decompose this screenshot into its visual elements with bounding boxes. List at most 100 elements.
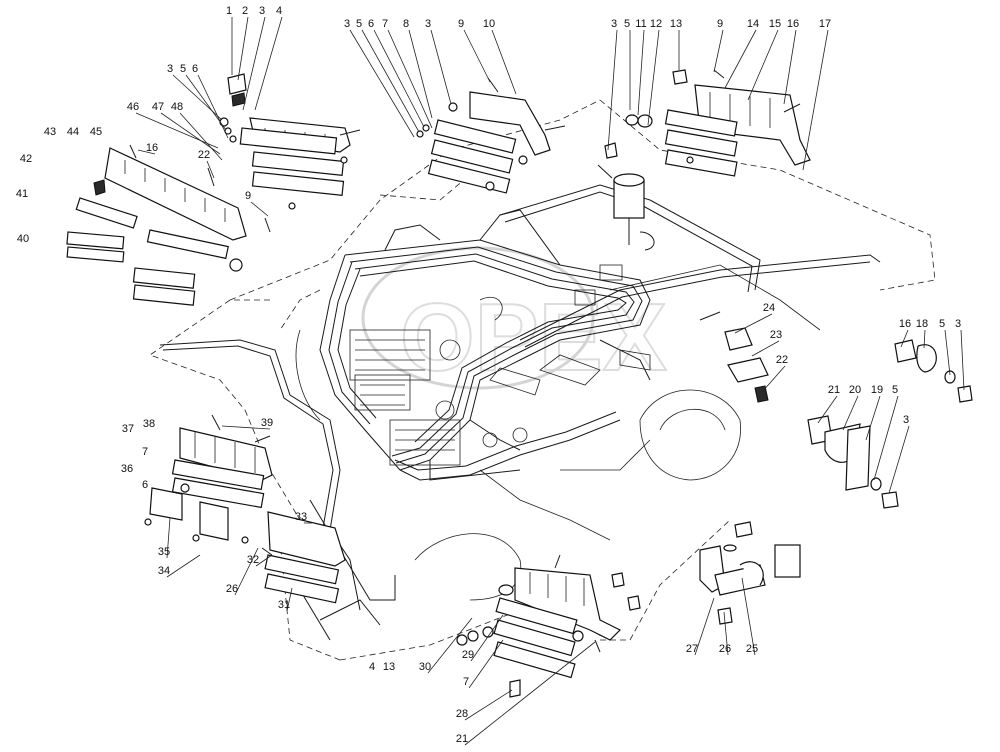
callout-number: 26 bbox=[719, 643, 731, 655]
callout-number: 26 bbox=[226, 583, 238, 595]
callout-leader bbox=[387, 29, 433, 129]
callout-leader bbox=[888, 425, 910, 494]
callout-number: 3 bbox=[425, 18, 431, 30]
callout-number: 17 bbox=[819, 18, 831, 30]
callout-number: 44 bbox=[67, 126, 79, 138]
callout-leader bbox=[254, 16, 283, 111]
callout-leader bbox=[900, 329, 909, 348]
callout-leader bbox=[430, 29, 452, 105]
callout-leader bbox=[637, 29, 645, 116]
callout-leader bbox=[349, 29, 415, 138]
harness-connectors bbox=[349, 264, 651, 466]
callout-number: 1 bbox=[226, 5, 232, 17]
callout-leader bbox=[234, 547, 259, 596]
callout-leader bbox=[842, 395, 859, 431]
callout-number: 14 bbox=[747, 18, 759, 30]
callout-leader bbox=[206, 160, 215, 179]
callout-leader bbox=[185, 74, 227, 131]
part-group-bottom-center bbox=[456, 554, 641, 698]
callout-number: 12 bbox=[650, 18, 662, 30]
callout-leader bbox=[865, 395, 881, 441]
callout-number: 4 bbox=[369, 661, 375, 673]
callout-leader bbox=[713, 29, 724, 73]
callout-number: 7 bbox=[463, 676, 469, 688]
callout-leader bbox=[960, 329, 965, 391]
callout-number: 18 bbox=[916, 318, 928, 330]
callout-number: 24 bbox=[763, 302, 775, 314]
callout-number: 19 bbox=[871, 384, 883, 396]
callout-number: 3 bbox=[259, 5, 265, 17]
callout-number: 41 bbox=[16, 188, 28, 200]
callout-number: 48 bbox=[171, 101, 183, 113]
part-group-bottom-right bbox=[699, 521, 801, 625]
callout-leader bbox=[373, 29, 425, 128]
callout-number: 25 bbox=[746, 643, 758, 655]
callout-number: 3 bbox=[611, 18, 617, 30]
callout-leader bbox=[166, 554, 201, 578]
rigid-pipes bbox=[159, 339, 396, 641]
callout-leader bbox=[783, 29, 797, 105]
callout-leader bbox=[468, 639, 504, 689]
callout-number: 31 bbox=[278, 599, 290, 611]
callout-number: 9 bbox=[245, 190, 251, 202]
callout-number: 21 bbox=[456, 733, 468, 745]
callout-number: 35 bbox=[158, 546, 170, 558]
callout-number: 47 bbox=[152, 101, 164, 113]
part-group-left-lower bbox=[144, 414, 273, 544]
callout-number: 7 bbox=[142, 446, 148, 458]
callout-number: 3 bbox=[344, 18, 350, 30]
callout-leader bbox=[242, 16, 266, 111]
callout-number: 11 bbox=[635, 18, 646, 30]
callout-leader bbox=[166, 517, 171, 559]
wiring-harness bbox=[319, 184, 881, 481]
callout-leader bbox=[197, 74, 229, 139]
callout-number: 34 bbox=[158, 565, 170, 577]
callout-number: 10 bbox=[483, 18, 495, 30]
callout-number: 5 bbox=[892, 384, 898, 396]
callout-leader bbox=[724, 29, 757, 89]
callout-number: 28 bbox=[456, 708, 468, 720]
callout-number: 46 bbox=[127, 101, 139, 113]
callout-number: 39 bbox=[261, 417, 273, 429]
callout-leader bbox=[923, 329, 926, 349]
callout-number: 16 bbox=[899, 318, 911, 330]
callout-number: 27 bbox=[686, 643, 698, 655]
callout-leader bbox=[741, 577, 756, 656]
callout-number: 3 bbox=[955, 318, 961, 330]
callout-leader bbox=[221, 425, 271, 430]
callout-leader bbox=[761, 365, 786, 393]
callout-number: 5 bbox=[356, 18, 362, 30]
callout-number: 33 bbox=[295, 511, 307, 523]
callout-number: 20 bbox=[849, 384, 861, 396]
callout-leader bbox=[172, 74, 223, 121]
callout-number: 21 bbox=[828, 384, 840, 396]
callout-number: 30 bbox=[419, 661, 431, 673]
callout-number: 2 bbox=[242, 5, 248, 17]
callout-leader bbox=[255, 554, 273, 567]
callout-leader bbox=[751, 340, 780, 357]
part-group-bottom-left bbox=[261, 511, 346, 604]
callout-number: 36 bbox=[121, 463, 133, 475]
callout-leader bbox=[179, 112, 223, 161]
callout-number: 7 bbox=[382, 18, 388, 30]
callout-number: 9 bbox=[717, 18, 723, 30]
callout-number: 3 bbox=[903, 414, 909, 426]
callout-leader bbox=[470, 614, 504, 662]
callout-number: 13 bbox=[670, 18, 682, 30]
callout-number: 4 bbox=[276, 5, 282, 17]
callout-leader bbox=[694, 597, 715, 656]
callout-number: 6 bbox=[192, 63, 198, 75]
callout-number: 5 bbox=[624, 18, 630, 30]
callout-number: 32 bbox=[247, 554, 259, 566]
callout-leader bbox=[463, 29, 491, 83]
callout-number: 37 bbox=[122, 423, 134, 435]
part-group-far-right bbox=[807, 339, 973, 509]
callout-number: 6 bbox=[368, 18, 374, 30]
callout-number: 3 bbox=[167, 63, 173, 75]
callout-leader bbox=[137, 149, 156, 155]
callout-leader bbox=[734, 313, 773, 334]
part-group-left bbox=[66, 144, 296, 306]
callout-number: 42 bbox=[20, 153, 32, 165]
